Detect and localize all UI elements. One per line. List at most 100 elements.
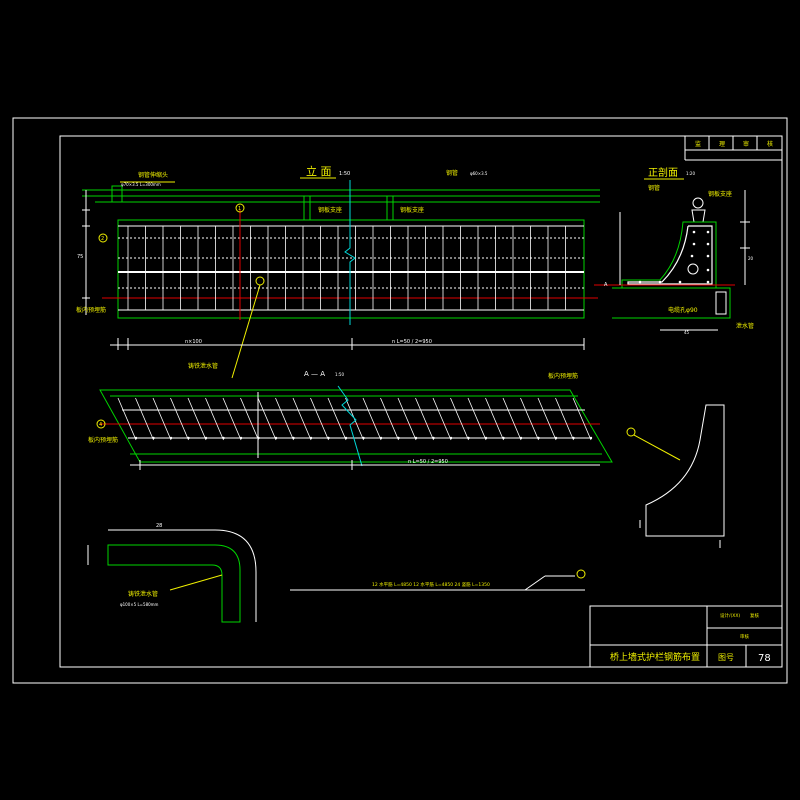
tie-dot xyxy=(187,436,190,440)
dim-len-b: n L=50 / 2=950 xyxy=(392,339,432,345)
tie-dot xyxy=(134,436,138,440)
tie-bar xyxy=(520,397,539,441)
marker-4-label: 4 xyxy=(99,422,102,428)
rebar-dot xyxy=(690,254,694,258)
tie-bar xyxy=(117,397,137,441)
inner-border xyxy=(59,135,783,668)
plan-diagonal-ties xyxy=(117,397,593,441)
tie-dot xyxy=(152,436,155,440)
tie-bar xyxy=(240,397,259,441)
label-steel-pipe: 钢管 xyxy=(446,169,458,177)
pipe-end xyxy=(111,185,123,203)
elevation-view: 立 面 1:50 1 2 xyxy=(76,164,600,379)
marker-2-label: 2 xyxy=(101,236,104,242)
tie-dot xyxy=(572,436,575,440)
tie-dot xyxy=(414,436,418,440)
tie-dot xyxy=(589,436,593,440)
rebar-dot xyxy=(706,254,710,258)
section-scale: 1:20 xyxy=(686,171,695,176)
drain-pipe-outline xyxy=(107,544,241,623)
sheet-number: 78 xyxy=(758,653,771,664)
tie-bar xyxy=(485,397,504,441)
elevation-scale: 1:50 xyxy=(339,171,350,177)
section-title: 正剖面 xyxy=(648,166,678,179)
marker-detail xyxy=(626,427,636,437)
wall-body xyxy=(117,219,585,319)
dim-bend: 28 xyxy=(156,523,162,529)
tie-bar xyxy=(187,397,207,441)
tie-dot xyxy=(432,436,435,440)
dim-h2: 20 xyxy=(748,256,754,261)
tie-bar xyxy=(170,397,189,441)
tie-bar xyxy=(152,397,172,441)
outer-border xyxy=(12,117,788,684)
plan-section-view: A — A 1:50 4 板内预埋筋 板内预埋筋 n L=50 / 2=950 xyxy=(88,370,613,470)
tie-bar xyxy=(397,397,417,441)
stamp-1: 监 xyxy=(695,140,701,148)
cross-section-view: 正剖面 1:20 20 45 钢管 钢板支座 电缆孔φ90 泄水管 A xyxy=(594,166,754,335)
label-sec-support: 钢板支座 xyxy=(708,190,732,198)
marker-1-label: 1 xyxy=(238,206,241,212)
tie-dot xyxy=(537,436,540,440)
dim-h1: 75 xyxy=(77,254,83,260)
tie-bar xyxy=(362,397,382,441)
profile-shape xyxy=(645,404,725,537)
tie-dot xyxy=(204,436,208,440)
tie-dot xyxy=(239,436,243,440)
stamp-4: 核 xyxy=(767,140,773,148)
detail-profile xyxy=(626,404,725,548)
marker-1 xyxy=(235,203,245,213)
marker-4 xyxy=(96,419,106,429)
tie-dot xyxy=(362,436,365,440)
detail-drain-pipe: 28 铸铁泄水管 φ100×5 L=580mm xyxy=(87,523,257,623)
plan-scale: 1:50 xyxy=(335,372,344,377)
tb-line-3: 审核 xyxy=(740,633,749,640)
plan-outline xyxy=(99,389,613,463)
rebar-dot xyxy=(706,280,710,284)
label-deck-rebar: 板内预埋筋 xyxy=(76,306,106,314)
tie-dot xyxy=(327,436,330,440)
tie-bar xyxy=(467,397,487,441)
dim-len-a: n×100 xyxy=(185,339,202,345)
stamp-3: 审 xyxy=(743,140,749,148)
tie-bar xyxy=(275,397,294,441)
label-support-a: 钢板支座 xyxy=(318,206,342,214)
tie-bar xyxy=(257,397,277,441)
tie-bar xyxy=(537,397,557,441)
deck-slab xyxy=(612,287,731,319)
label-steel-pipe-spec: φ60×3.5 xyxy=(470,171,488,176)
tie-bar xyxy=(502,397,522,441)
label-drain-spec: φ100×5 L=580mm xyxy=(120,602,159,607)
label-drain-pipe: 铸铁泄水管 xyxy=(188,362,218,370)
tie-bar xyxy=(327,397,347,441)
rebar-dot xyxy=(706,230,710,234)
label-deck-rebar-2: 板内预埋筋 xyxy=(548,372,578,380)
tie-dot xyxy=(292,436,295,440)
tie-bar xyxy=(292,397,312,441)
tie-dot xyxy=(222,436,225,440)
rebar-list-text: 12 水平筋 L=4850 12 水平筋 L=4850 24 竖筋 L=1350 xyxy=(372,581,490,588)
section-rebar xyxy=(627,225,713,285)
cable-hole xyxy=(687,263,699,275)
label-deck-rebar-3: 板内预埋筋 xyxy=(88,436,118,444)
tie-dot xyxy=(554,436,558,440)
tie-bar xyxy=(135,397,154,441)
label-support-b: 钢板支座 xyxy=(400,206,424,214)
rebar-dot xyxy=(678,280,682,284)
post-1 xyxy=(303,195,311,221)
rebar-dot xyxy=(692,230,696,234)
tie-dot xyxy=(344,436,348,440)
approval-stamp: 监 理 审 核 xyxy=(684,135,783,161)
tie-dot xyxy=(309,436,313,440)
label-cable-hole: 电缆孔φ90 xyxy=(668,306,698,314)
marker-a-right: A xyxy=(604,282,608,288)
tie-bar xyxy=(380,397,399,441)
bend-dim-arc xyxy=(214,529,257,622)
tie-dot xyxy=(519,436,523,440)
tie-bar xyxy=(415,397,434,441)
rebar-dot xyxy=(706,268,710,272)
marker-list xyxy=(576,569,586,579)
label-pipe-end: 钢管伸缩头 xyxy=(138,171,168,179)
elevation-vertical-bars xyxy=(127,226,566,310)
